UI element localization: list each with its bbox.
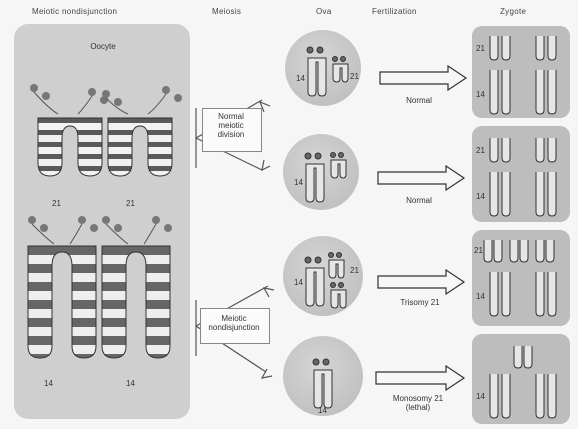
fertilization-arrow-3 <box>378 270 464 294</box>
outcome-normal-2: Normal <box>384 196 454 205</box>
zygote3-label-14: 14 <box>476 292 485 301</box>
fertilization-arrow-2 <box>378 166 464 190</box>
ovum1-label-21: 21 <box>350 72 359 81</box>
outcome-monosomy-21: Monosomy 21 (lethal) <box>374 394 462 412</box>
zygote3-label-21: 21 <box>474 246 483 255</box>
zygote4-label-14: 14 <box>476 392 485 401</box>
zygote1-label-14: 14 <box>476 90 485 99</box>
ovum3-label-21: 21 <box>350 266 359 275</box>
fertilization-arrow-4 <box>376 366 464 390</box>
fertilization-arrow-1 <box>380 66 466 90</box>
ovum3-label-14: 14 <box>294 278 303 287</box>
outcome-trisomy-21: Trisomy 21 <box>378 298 462 307</box>
ovum2-label-14: 14 <box>294 178 303 187</box>
ovum1-label-14: 14 <box>296 74 305 83</box>
outcome-normal-1: Normal <box>384 96 454 105</box>
zygote1-label-21: 21 <box>476 44 485 53</box>
ovum4-label-14: 14 <box>318 406 327 415</box>
zygote2-label-21: 21 <box>476 146 485 155</box>
zygote2-label-14: 14 <box>476 192 485 201</box>
